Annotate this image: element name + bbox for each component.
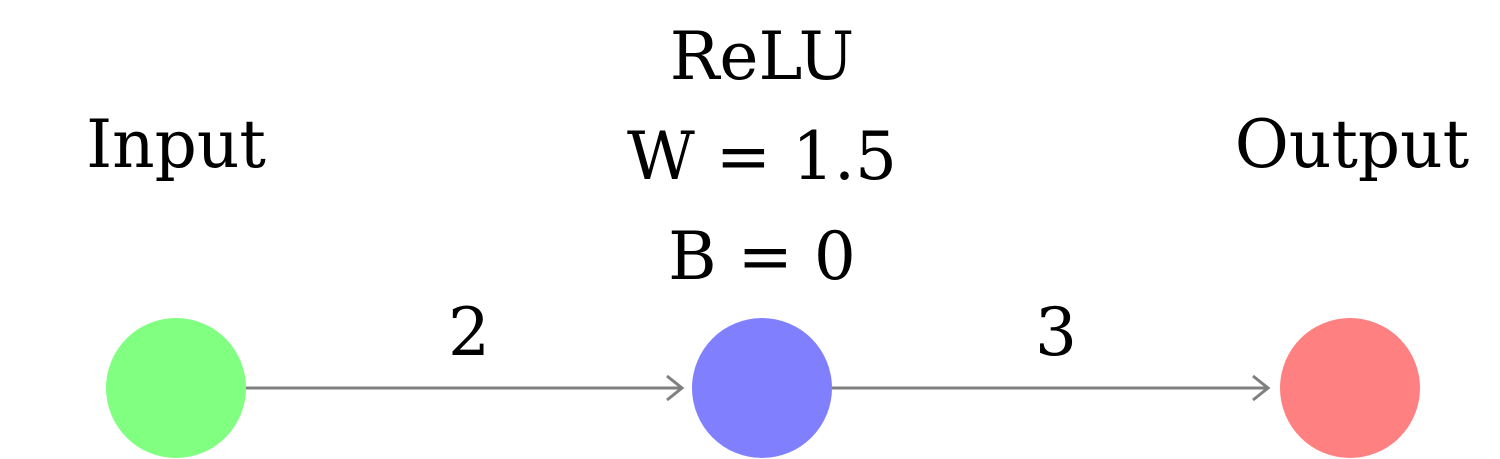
activation-label: ReLU bbox=[669, 18, 855, 95]
output-node-label: Output bbox=[1234, 106, 1470, 183]
edge-weight-label: 2 bbox=[448, 294, 490, 371]
input-node bbox=[106, 318, 246, 458]
edge-input-hidden-arrowhead bbox=[666, 374, 685, 402]
output-node bbox=[1280, 318, 1420, 458]
hidden-node bbox=[692, 318, 832, 458]
weight-label: W = 1.5 bbox=[626, 118, 898, 195]
input-node-label: Input bbox=[86, 106, 266, 183]
edge-weight-label: 3 bbox=[1035, 294, 1077, 371]
hidden-node-label: ReLU W = 1.5 B = 0 bbox=[627, 24, 897, 324]
edge-hidden-output-arrowhead bbox=[1252, 374, 1271, 402]
bias-label: B = 0 bbox=[668, 218, 856, 295]
